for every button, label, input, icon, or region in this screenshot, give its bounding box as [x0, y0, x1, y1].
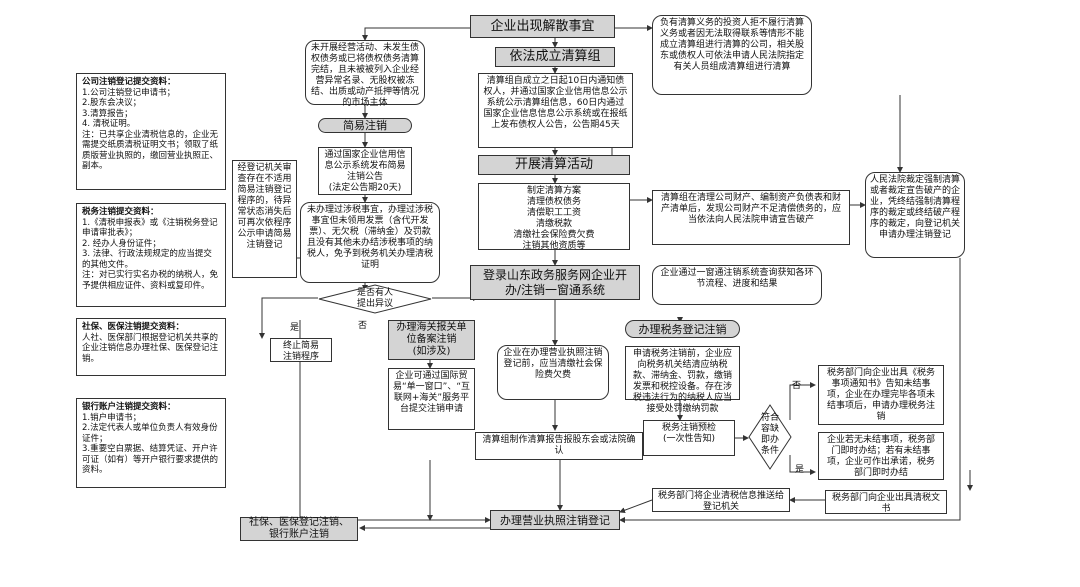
report-confirm-box: 清算组制作清算报告报股东会或法院确认	[475, 432, 643, 460]
social-note: 企业在办理营业执照注销登记前，应当清缴社会保险费欠费	[503, 348, 603, 380]
main-title: 企业出现解散事宜	[490, 18, 595, 34]
social-note-box: 企业在办理营业执照注销登记前，应当清缴社会保险费欠费	[497, 345, 609, 400]
tax-notice-no-box: 税务部门向企业出具《税务事项通知书》告知未结事项，企业在办理完毕各项未结事项后，…	[818, 365, 944, 425]
simple-cancel: 简易注销	[343, 119, 387, 132]
portal-note: 企业通过一窗通注销系统查询获知各环节流程、进度和结果	[660, 268, 814, 289]
sidebar-body: 人社、医保部门根据登记机关共享的企业注销信息办理社保、医保登记注销。	[82, 332, 219, 364]
tax-cancel-box: 办理税务登记注销	[625, 320, 740, 338]
top-right-note: 负有清算义务的投资人拒不履行清算义务或者因无法取得联系等情形不能成立清算组进行清…	[659, 18, 804, 72]
step-liquidation-box: 开展清算活动	[478, 155, 630, 175]
portal: 登录山东政务服务网企业开办/注销一窗通系统	[482, 267, 627, 297]
commitment-decision-shape	[748, 404, 792, 470]
tax-precheck: 税务注销预检 (一次性告知)	[661, 423, 716, 444]
tax-notice-yes-box: 企业若无未结事项，税务部门即时办结；若有未结事项，企业可作出承诺，税务部门即时办…	[818, 432, 944, 480]
sidebar-body: 1.《清税申报表》或《注销税务登记申请审批表》； 2. 经办人身份证件； 3. …	[82, 217, 219, 291]
sidebar-box-social-materials: 社保、医保注销提交资料： 人社、医保部门根据登记机关共享的企业注销信息办理社保、…	[76, 318, 226, 376]
customs-cancel: 办理海关报关单位备案注销 (如涉及)	[396, 322, 467, 357]
tax-check-note: 未办理过涉税事宜，办理过涉税事宜但未领用发票（含代开发票）、无欠税（滞纳金）及罚…	[306, 205, 433, 270]
top-right-note-box: 负有清算义务的投资人拒不履行清算义务或者因无法取得联系等情形不能成立清算组进行清…	[652, 15, 812, 95]
sidebar-title: 社保、医保注销提交资料：	[82, 322, 185, 332]
customs-cancel-box: 办理海关报关单位备案注销 (如涉及)	[388, 320, 475, 360]
liquidation-tasks: 制定清算方案 清理债权债务 清偿职工工资 清缴税款 清缴社会保险费欠费 注销其他…	[513, 186, 595, 251]
liquidation-tasks-box: 制定清算方案 清理债权债务 清偿职工工资 清缴税款 清缴社会保险费欠费 注销其他…	[478, 183, 630, 251]
simple-publicity: 通过国家企业信用信息公示系统发布简易注销公告 (法定公告期20天)	[324, 150, 406, 193]
step-liquidation: 开展清算活动	[514, 157, 593, 172]
yes-label: 是	[290, 323, 300, 333]
commitment-decision: 符合 容缺 即办 条件	[760, 413, 779, 456]
final-register: 办理营业执照注销登记	[500, 513, 610, 527]
step-establish-box: 依法成立清算组	[495, 47, 615, 67]
step-establish: 依法成立清算组	[509, 49, 601, 64]
customs-note: 企业可通过国际贸易“单一窗口”、“互联网+海关”服务平台提交注销申请	[393, 371, 470, 414]
tax-precheck-box: 税务注销预检 (一次性告知)	[643, 420, 735, 456]
yes-label-tax: 是	[795, 465, 805, 475]
objection-decision-shape	[318, 284, 432, 314]
final-register-box: 办理营业执照注销登记	[490, 510, 620, 530]
report-confirm: 清算组制作清算报告报股东会或法院确认	[482, 435, 636, 456]
tax-notice-no: 税务部门向企业出具《税务事项通知书》告知未结事项，企业在办理完毕各项未结事项后，…	[826, 368, 935, 422]
terminate-box: 终止简易 注销程序	[270, 338, 332, 362]
tax-push: 税务部门将企业清税信息推送给登记机关	[657, 491, 784, 512]
tax-push-box: 税务部门将企业清税信息推送给登记机关	[652, 488, 790, 512]
tax-check-note-box: 未办理过涉税事宜，办理过涉税事宜但未领用发票（含代开发票）、无欠税（滞纳金）及罚…	[300, 202, 440, 283]
sidebar-box-company-materials: 公司注销登记提交资料： 1.公司注销登记申请书； 2.股东会决议； 3.清算报告…	[76, 73, 226, 190]
sidebar-box-tax-materials: 税务注销提交资料： 1.《清税申报表》或《注销税务登记申请审批表》； 2. 经办…	[76, 203, 226, 307]
tax-cancel: 办理税务登记注销	[638, 322, 727, 336]
sidebar-title: 银行账户注销提交资料：	[82, 402, 176, 412]
sidebar-body: 1.销户申请书； 2.法定代表人或单位负责人有效身份证件； 3.重要空白票据、结…	[82, 412, 219, 476]
tax-notice-yes: 企业若无未结事项，税务部门即时办结；若有未结事项，企业可作出承诺，税务部门即时办…	[826, 435, 935, 478]
simple-cancel-box: 简易注销	[318, 118, 412, 133]
objection-decision: 是否有人 提出异议	[356, 288, 393, 309]
simple-publicity-box: 通过国家企业信用信息公示系统发布简易注销公告 (法定公告期20天)	[318, 147, 412, 195]
customs-note-box: 企业可通过国际贸易“单一窗口”、“互联网+海关”服务平台提交注销申请	[388, 368, 475, 430]
establish-note-box: 清算组自成立之日起10日内通知债权人，并通过国家企业信用信息公示系统公示清算组信…	[478, 73, 633, 148]
final-other-box: 社保、医保登记注销、银行账户注销	[240, 517, 358, 541]
portal-note-box: 企业通过一窗通注销系统查询获知各环节流程、进度和结果	[652, 265, 822, 305]
court-note: 人民法院裁定强制清算或者裁定宣告破产的企业，凭终结强制清算程序的裁定或终结破产程…	[870, 175, 961, 240]
terminate: 终止简易 注销程序	[282, 341, 319, 362]
no-label-tax: 否	[792, 381, 802, 391]
sidebar-title: 税务注销提交资料：	[82, 207, 159, 217]
establish-note: 清算组自成立之日起10日内通知债权人，并通过国家企业信用信息公示系统公示清算组信…	[483, 76, 628, 130]
sidebar-body: 1.公司注销登记申请书； 2.股东会决议； 3.清算报告； 4. 清税证明。 注…	[82, 87, 219, 172]
tax-cert: 税务部门向企业出具清税文书	[831, 493, 940, 514]
left-condition: 未开展经营活动、未发生债权债务或已将债权债务清算完结，且未被被列入企业经营异常名…	[310, 43, 419, 108]
portal-box: 登录山东政务服务网企业开办/注销一窗通系统	[470, 265, 640, 300]
tax-cancel-note-box: 申请税务注销前，企业应向税务机关结清应纳税款、滞纳金、罚款，缴销发票和税控设备。…	[625, 346, 740, 414]
court-note-box: 人民法院裁定强制清算或者裁定宣告破产的企业，凭终结强制清算程序的裁定或终结破产程…	[865, 172, 965, 258]
tax-cancel-note: 申请税务注销前，企业应向税务机关结清应纳税款、滞纳金、罚款，缴销发票和税控设备。…	[632, 349, 732, 414]
review-note: 经登记机关审查存在不适用简易注销登记程序的，待异常状态消失后可再次依程序公示申请…	[237, 163, 292, 250]
tax-cert-box: 税务部门向企业出具清税文书	[825, 490, 947, 514]
bankrupt-note: 清算组在清理公司财产、编制资产负债表和财产清单后，发现公司财产不足清偿债务的，应…	[660, 193, 841, 225]
final-other: 社保、医保登记注销、银行账户注销	[249, 517, 349, 540]
sidebar-box-bank-materials: 银行账户注销提交资料： 1.销户申请书； 2.法定代表人或单位负责人有效身份证件…	[76, 398, 226, 488]
review-note-box: 经登记机关审查存在不适用简易注销登记程序的，待异常状态消失后可再次依程序公示申请…	[232, 160, 297, 278]
no-label: 否	[358, 321, 368, 331]
bankrupt-note-box: 清算组在清理公司财产、编制资产负债表和财产清单后，发现公司财产不足清偿债务的，应…	[652, 190, 850, 245]
sidebar-title: 公司注销登记提交资料：	[82, 77, 176, 87]
main-title-box: 企业出现解散事宜	[470, 15, 615, 38]
left-condition-box: 未开展经营活动、未发生债权债务或已将债权债务清算完结，且未被被列入企业经营异常名…	[305, 40, 425, 108]
